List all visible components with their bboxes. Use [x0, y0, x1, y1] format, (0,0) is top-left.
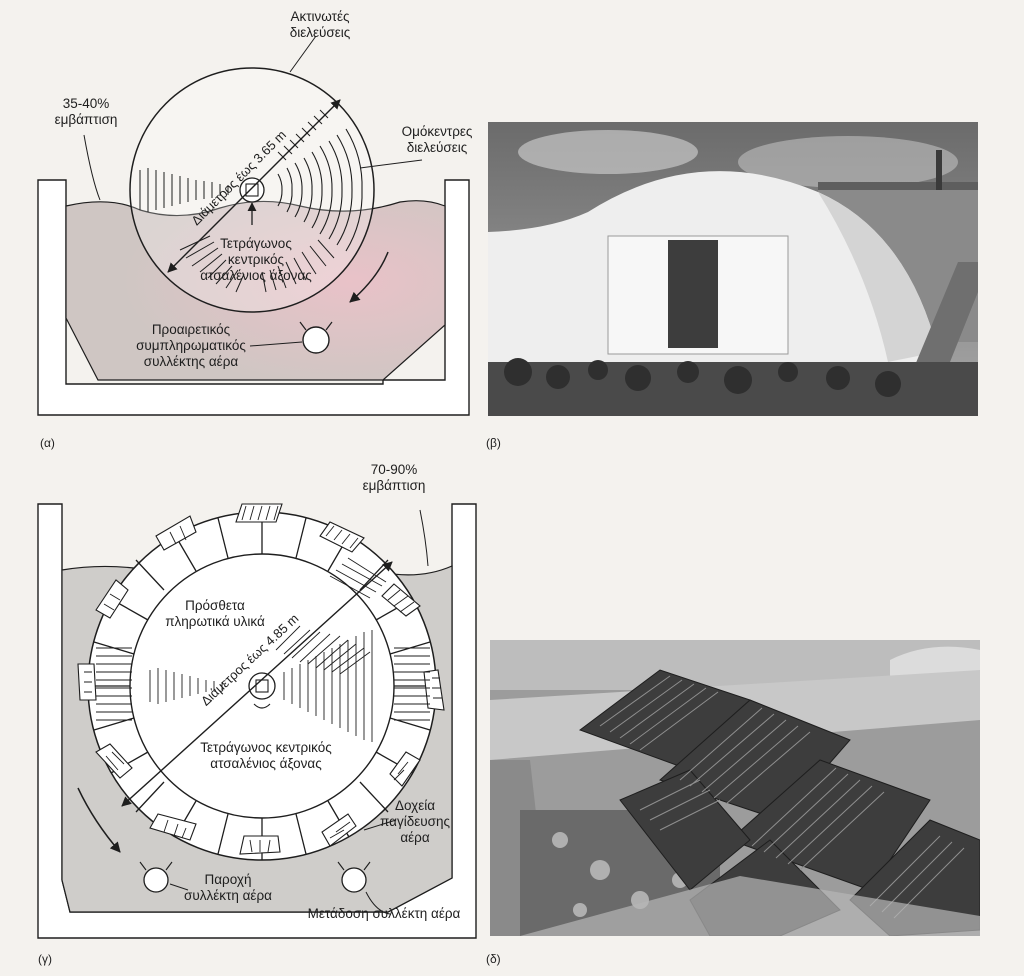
- panel-c-label: (γ): [38, 952, 52, 966]
- photo-open-rotor-tank: [490, 640, 980, 936]
- panel-d-label: (δ): [486, 952, 501, 966]
- immersion-c-label: 70-90% εμβάπτιση: [342, 462, 446, 494]
- air-transfer-label: Μετάδοση συλλέκτη αέρα: [294, 906, 474, 922]
- air-supply-label: Παροχή συλλέκτη αέρα: [176, 872, 280, 904]
- air-cups-label: Δοχεία παγίδευσης αέρα: [370, 798, 460, 846]
- media-label: Πρόσθετα πληρωτικά υλικά: [160, 598, 270, 630]
- shaft-c-label: Τετράγωνος κεντρικός ατσαλένιος άξονας: [176, 740, 356, 772]
